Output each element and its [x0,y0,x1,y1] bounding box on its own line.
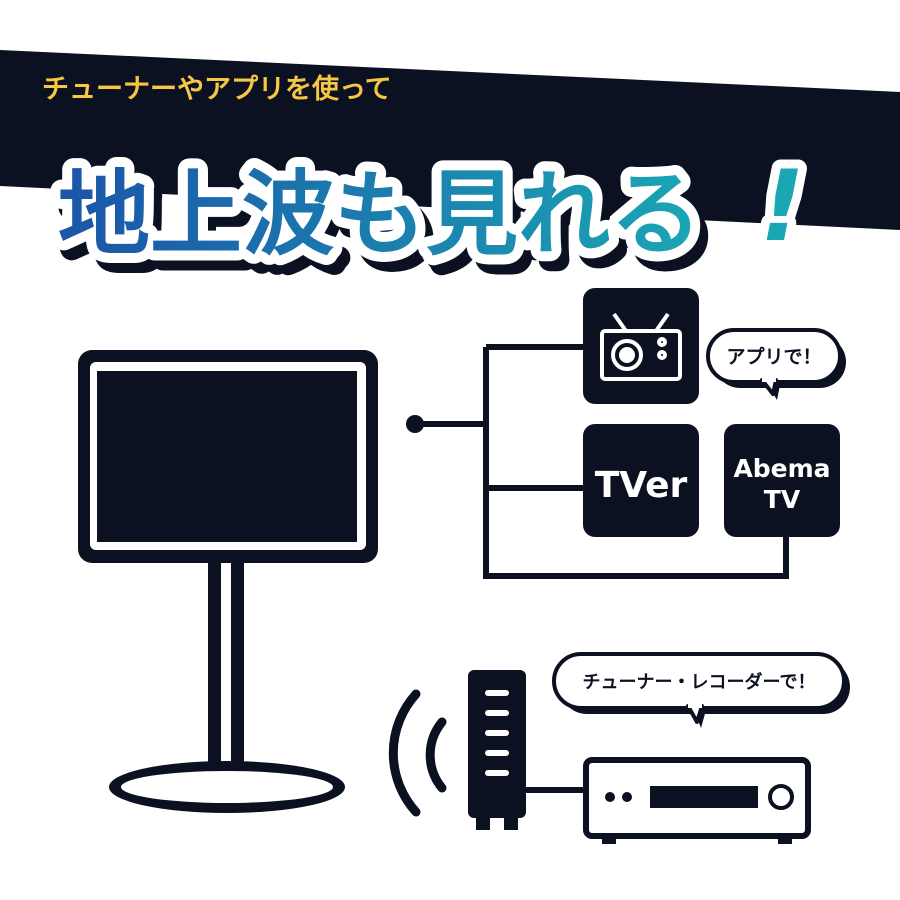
stand-monitor-icon [78,350,378,813]
app-bubble-text: アプリで！ [726,345,821,368]
tuner-speech-bubble: チューナー・レコーダーで！ [552,652,850,728]
abema-label-line2: TV [764,485,801,514]
title-exclaim: ! [760,150,805,264]
title-outline: 地上波も見れる [58,161,702,268]
retro-tv-icon [600,312,682,381]
tuner-bubble-text: チューナー・レコーダーで！ [583,671,816,693]
tver-label: TVer [595,465,688,506]
connection-dot [406,415,424,433]
wireless-signal-icon [388,689,447,817]
abema-label-line1: Abema [733,454,830,483]
tv-app-tile[interactable] [583,288,699,404]
tver-app-tile[interactable]: TVer [583,424,699,537]
abema-app-tile[interactable]: Abema TV [724,424,840,537]
title-text: 地上波も見れる [58,161,702,268]
header-subtitle: チューナーやアプリを使って [42,74,392,105]
title-shadow: 地上波も見れる [66,171,710,278]
app-speech-bubble: アプリで！ [706,328,846,400]
main-title: 地上波も見れる 地上波も見れる 地上波も見れる ! ! [48,141,814,288]
header-band [0,50,900,230]
title-exclaim-outline: ! [760,150,805,264]
router-icon [468,670,526,830]
recorder-icon [583,757,811,844]
connection-lines [417,344,789,579]
